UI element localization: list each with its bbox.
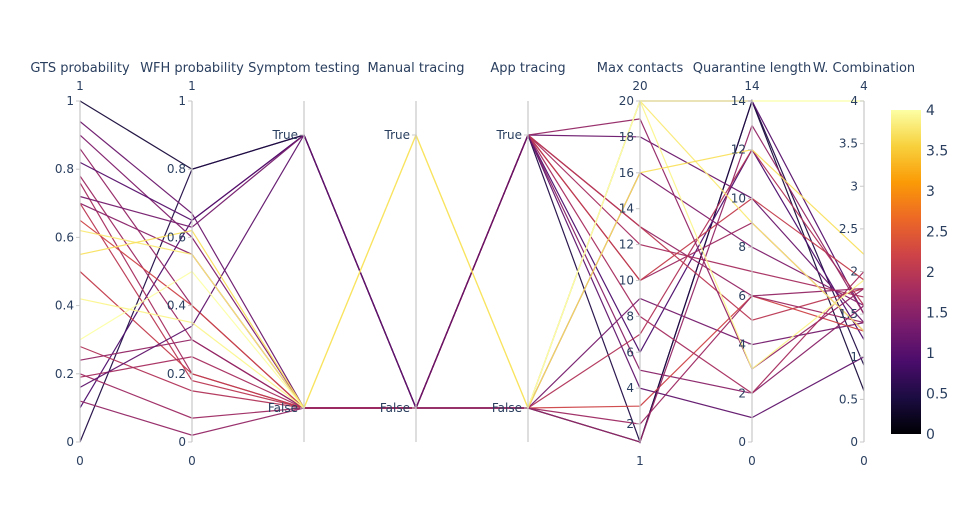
tick-label: 4 xyxy=(626,381,634,395)
data-line xyxy=(79,118,865,409)
axis-title: Max contacts xyxy=(597,61,684,76)
axis-max-label: 1 xyxy=(76,79,84,93)
data-line xyxy=(79,99,865,410)
tick-label: 6 xyxy=(626,345,634,359)
tick-label: True xyxy=(384,128,411,142)
axis-title: App tracing xyxy=(490,61,565,76)
colorbar-tick-label: 2.5 xyxy=(926,225,948,241)
axis-max-label: 1 xyxy=(188,79,196,93)
axis-title: WFH probability xyxy=(140,61,244,76)
tick-label: 0 xyxy=(178,435,186,449)
tick-label: 0 xyxy=(738,435,746,449)
tick-label: True xyxy=(272,128,299,142)
axis-title: GTS probability xyxy=(30,61,130,76)
tick-label: 0.6 xyxy=(55,230,74,244)
axis-gts[interactable]: GTS probability 1 00 0.2 0.4 0.6 0.8 1 xyxy=(30,61,130,468)
tick-label: False xyxy=(380,401,410,415)
colorbar-gradient xyxy=(891,110,921,434)
colorbar: 0 0.5 1 1.5 2 2.5 3 3.5 4 xyxy=(891,103,948,443)
tick-label: 0.8 xyxy=(167,162,186,176)
tick-label: 8 xyxy=(626,309,634,323)
axis-max-label: 4 xyxy=(860,79,868,93)
data-line xyxy=(79,133,865,410)
data-line xyxy=(79,100,864,410)
tick-label: 1 xyxy=(850,350,858,364)
axis-ql[interactable]: Quarantine length 14 00 2 4 6 8 10 12 14 xyxy=(693,61,812,468)
data-line xyxy=(79,219,865,409)
tick-label: 12 xyxy=(731,143,746,157)
axis-title: Quarantine length xyxy=(693,61,812,76)
tick-label: 18 xyxy=(619,130,634,144)
tick-label: 0.2 xyxy=(167,367,186,381)
tick-label: 6 xyxy=(738,289,746,303)
tick-label: 0 xyxy=(850,435,858,449)
tick-label: True xyxy=(496,128,523,142)
tick-label: 3.5 xyxy=(839,137,858,151)
tick-label: 0.4 xyxy=(167,299,186,313)
axis-min-label: 0 xyxy=(188,454,196,468)
axis-min-label: 1 xyxy=(636,454,644,468)
tick-label: 0.4 xyxy=(55,299,74,313)
tick-label: 20 xyxy=(619,94,634,108)
axis-title: Symptom testing xyxy=(248,61,360,76)
tick-label: 1 xyxy=(66,94,74,108)
colorbar-tick-label: 4 xyxy=(926,103,935,119)
axis-title: W. Combination xyxy=(813,61,915,76)
data-line xyxy=(79,100,865,409)
axis-min-label: 0 xyxy=(860,454,868,468)
colorbar-tick-label: 1.5 xyxy=(926,306,948,322)
tick-label: 2.5 xyxy=(839,222,858,236)
axis-wc[interactable]: W. Combination 4 00 0.5 1 1.5 2 2.5 3 3.5 4 xyxy=(813,61,915,468)
tick-label: 0.8 xyxy=(55,162,74,176)
axis-min-label: 0 xyxy=(76,454,84,468)
tick-label: 1.5 xyxy=(839,307,858,321)
colorbar-tick-label: 0 xyxy=(926,427,935,443)
axis-max-label: 14 xyxy=(744,79,759,93)
tick-label: 14 xyxy=(619,202,634,216)
tick-label: 10 xyxy=(619,273,634,287)
tick-label: 2 xyxy=(626,417,634,431)
colorbar-tick-label: 0.5 xyxy=(926,387,948,403)
tick-label: 14 xyxy=(731,94,746,108)
tick-label: 4 xyxy=(738,338,746,352)
axis-title: Manual tracing xyxy=(367,61,464,76)
axis-wfh[interactable]: WFH probability 1 00 0.2 0.4 0.6 0.8 1 xyxy=(140,61,244,468)
axis-min-label: 0 xyxy=(748,454,756,468)
tick-label: 0 xyxy=(66,435,74,449)
tick-label: 1 xyxy=(178,94,186,108)
tick-label: 0.2 xyxy=(55,367,74,381)
colorbar-tick-label: 3.5 xyxy=(926,144,948,160)
axis-max-label: 20 xyxy=(632,79,647,93)
tick-label: 3 xyxy=(850,179,858,193)
data-line xyxy=(79,123,865,443)
tick-label: 0.6 xyxy=(167,230,186,244)
tick-label: False xyxy=(268,401,298,415)
data-lines xyxy=(79,99,865,444)
tick-label: 2 xyxy=(738,386,746,400)
data-line xyxy=(79,99,865,410)
tick-label: 2 xyxy=(850,265,858,279)
tick-label: False xyxy=(492,401,522,415)
colorbar-tick-label: 3 xyxy=(926,184,935,200)
tick-label: 10 xyxy=(731,191,746,205)
tick-label: 16 xyxy=(619,166,634,180)
tick-label: 8 xyxy=(738,240,746,254)
tick-label: 12 xyxy=(619,238,634,252)
tick-label: 4 xyxy=(850,94,858,108)
colorbar-tick-label: 2 xyxy=(926,265,935,281)
tick-label: 0.5 xyxy=(839,392,858,406)
data-line xyxy=(79,121,865,409)
colorbar-tick-label: 1 xyxy=(926,346,935,362)
